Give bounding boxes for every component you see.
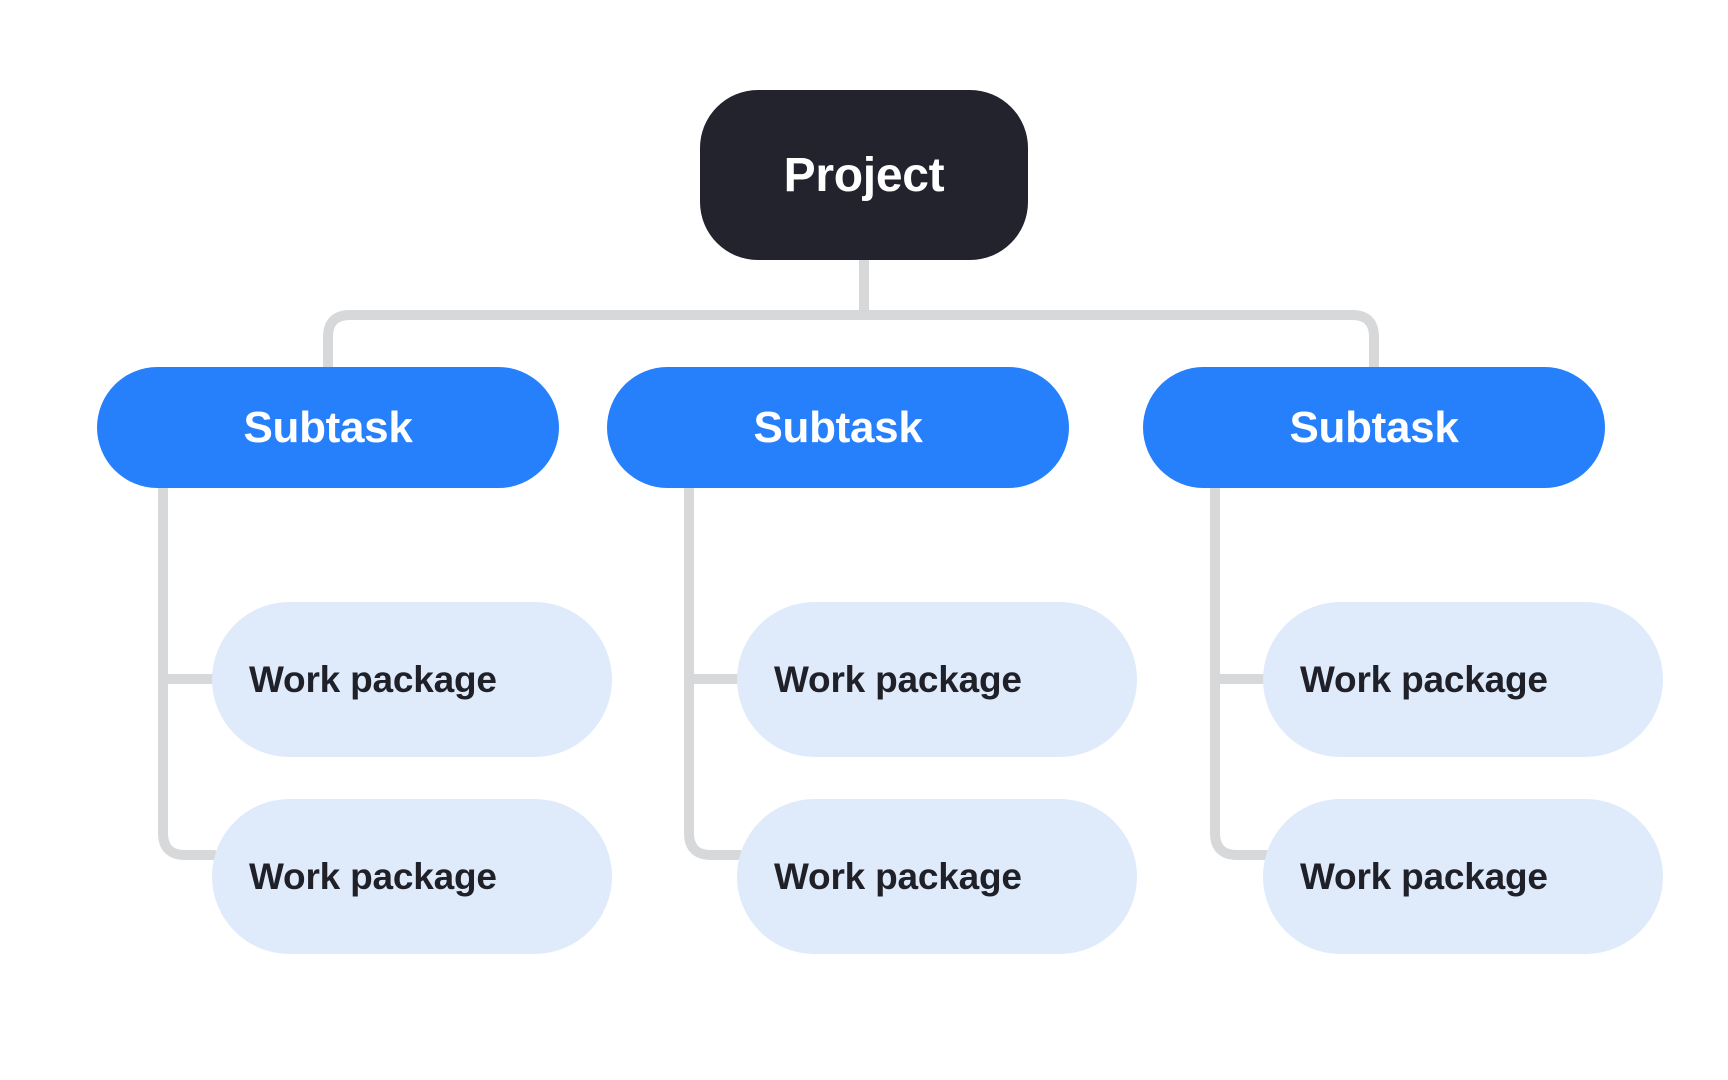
node-work-package-2-1-label: Work package xyxy=(774,658,1022,700)
node-subtask-3-label: Subtask xyxy=(1289,402,1459,452)
node-subtask-1-label: Subtask xyxy=(243,402,413,452)
node-work-package-2-2-label: Work package xyxy=(774,855,1022,897)
node-work-package-3-1-label: Work package xyxy=(1300,658,1548,700)
node-subtask-3[interactable]: Subtask xyxy=(1143,367,1605,488)
node-project-label: Project xyxy=(783,148,945,202)
node-work-package-1-2-label: Work package xyxy=(249,855,497,897)
node-work-package-2-2[interactable]: Work package xyxy=(737,799,1137,954)
connector-subtask-3-spine xyxy=(1210,483,1271,860)
node-work-package-1-2[interactable]: Work package xyxy=(212,799,612,954)
connector-bus-left xyxy=(323,310,869,373)
connector-subtask-1-spine xyxy=(158,483,219,860)
connector-bus-right xyxy=(859,310,1379,373)
node-work-package-3-1[interactable]: Work package xyxy=(1263,602,1663,757)
node-work-package-1-1-label: Work package xyxy=(249,658,497,700)
node-project[interactable]: Project xyxy=(700,90,1028,260)
node-subtask-2-label: Subtask xyxy=(753,402,923,452)
node-work-package-3-2-label: Work package xyxy=(1300,855,1548,897)
node-subtask-2[interactable]: Subtask xyxy=(607,367,1069,488)
node-work-package-1-1[interactable]: Work package xyxy=(212,602,612,757)
node-work-package-2-1[interactable]: Work package xyxy=(737,602,1137,757)
node-work-package-3-2[interactable]: Work package xyxy=(1263,799,1663,954)
node-subtask-1[interactable]: Subtask xyxy=(97,367,559,488)
connector-subtask-2-spine xyxy=(684,483,745,860)
